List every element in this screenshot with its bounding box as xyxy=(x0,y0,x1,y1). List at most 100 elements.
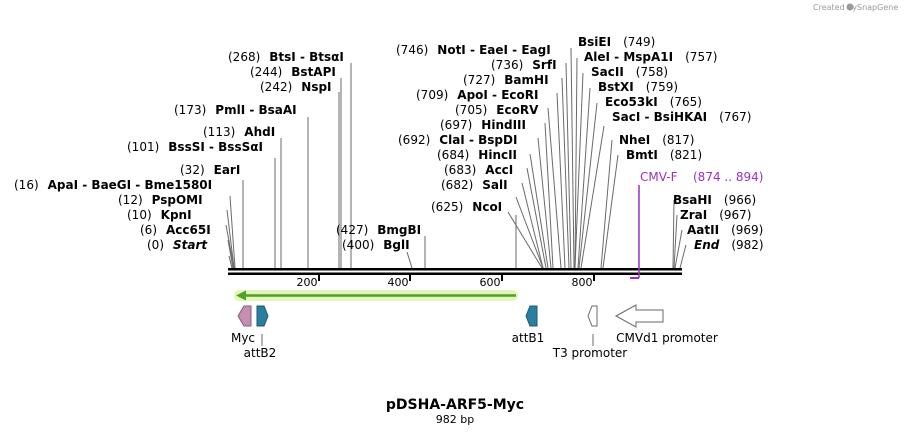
connector-bsahi xyxy=(672,199,675,269)
site-nhei: NheI(817) xyxy=(619,133,694,147)
primer-name: CMV-F xyxy=(640,170,678,184)
connector-bgli xyxy=(406,251,413,269)
myc-tag-icon xyxy=(237,305,252,327)
primer-cmv-f: CMV-F (874 .. 894) xyxy=(630,170,763,279)
site-aatii: AatII(969) xyxy=(687,223,763,237)
connector-start xyxy=(228,255,233,269)
feature-label-t3: T3 promoter xyxy=(552,346,628,360)
site-nspi: (242)NspI xyxy=(260,80,332,94)
connector-bamhi xyxy=(547,107,562,269)
primer-range: (874 .. 894) xyxy=(693,170,763,184)
site-bgli: (400)BglI xyxy=(342,238,410,252)
connector-bsiei xyxy=(565,62,572,269)
site-eco53ki: Eco53kI(765) xyxy=(605,95,702,109)
snapgene-credit: Created by SnapGene xyxy=(813,3,898,12)
orf-arrowhead-left-icon xyxy=(236,290,246,301)
t3-promoter-icon xyxy=(587,305,598,327)
restriction-sites: (0)Start (6)Acc65I (10)KpnI (12)PspOMI (… xyxy=(14,35,764,252)
tick-label-800: 800 xyxy=(572,276,593,289)
site-hindiii: (697)HindIII xyxy=(440,118,526,132)
site-bstxi: BstXI(759) xyxy=(598,80,678,94)
site-clai: (692)ClaI - BspDI xyxy=(398,133,517,147)
connector-hincii xyxy=(521,182,544,269)
site-ncoi: (625)NcoI xyxy=(431,200,502,214)
connector-sali xyxy=(507,211,543,269)
site-ahdi: (113)AhdI xyxy=(203,125,275,139)
plasmid-title: pDSHA-ARF5-Myc xyxy=(386,397,524,413)
connector-sacihk xyxy=(580,125,605,269)
site-btsi: (268)BtsI - BtsαI xyxy=(228,50,344,64)
attb1-icon xyxy=(525,305,538,327)
connector-sacii xyxy=(574,57,578,269)
site-bsahi: BsaHI(966) xyxy=(673,193,756,207)
site-connectors xyxy=(225,47,687,269)
connector-clai xyxy=(526,167,547,269)
connector-bstxi xyxy=(574,72,584,269)
tick-label-600: 600 xyxy=(480,276,501,289)
plasmid-length: 982 bp xyxy=(436,413,474,426)
credit-text: Created by xyxy=(813,3,857,12)
site-acc65i: (6)Acc65I xyxy=(140,223,211,237)
connector-pspomi xyxy=(226,209,235,269)
site-bstapi: (244)BstAPI xyxy=(250,65,336,79)
backbone-bottom-strand xyxy=(228,272,682,275)
tick-mark-400 xyxy=(409,275,411,281)
site-acci: (683)AccI xyxy=(444,163,513,177)
backbone-top-strand xyxy=(228,268,682,271)
site-bsssi: (101)BssSI - BssSαI xyxy=(127,140,263,154)
site-alei: AleI - MspA1I(757) xyxy=(584,50,717,64)
connector-zrai xyxy=(673,214,678,269)
site-noti: (746)NotI - EaeI - EagI xyxy=(396,43,551,57)
site-saci: SacI - BsiHKAI(767) xyxy=(612,110,751,124)
feature-label-attb2: attB2 xyxy=(244,346,277,360)
connector-bmti xyxy=(602,154,619,269)
site-bsiei: BsiEI(749) xyxy=(578,35,655,49)
feature-label-myc: Myc xyxy=(231,331,255,345)
connector-end xyxy=(679,244,687,269)
site-start: (0)Start xyxy=(147,238,208,252)
site-apai: (16)ApaI - BaeGI - Bme1580I xyxy=(14,178,212,192)
tick-mark-800 xyxy=(593,275,595,281)
site-end: End(982) xyxy=(694,238,764,252)
site-hincii: (684)HincII xyxy=(437,148,517,162)
connector-eco53ki xyxy=(577,87,591,269)
connector-hindiii xyxy=(529,153,549,269)
tick-label-400: 400 xyxy=(388,276,409,289)
site-eari: (32)EarI xyxy=(180,163,240,177)
connector-acci xyxy=(515,196,544,269)
site-pspomi: (12)PspOMI xyxy=(118,193,203,207)
connector-aatii xyxy=(674,229,683,269)
feature-label-cmvd1: CMVd1 promoter xyxy=(616,331,718,345)
site-zrai: ZraI(967) xyxy=(680,208,751,222)
connector-saci xyxy=(578,102,598,269)
site-bmgbi: (427)BmgBI xyxy=(336,223,421,237)
connector-apai xyxy=(229,195,236,269)
features: Myc attB2 attB1 T3 promoter CMVd1 promot… xyxy=(231,304,718,360)
connector-acc65i xyxy=(227,239,234,269)
brand-text: SnapGene xyxy=(857,3,898,12)
connector-apoi xyxy=(544,122,554,269)
site-sacii: SacII(758) xyxy=(591,65,668,79)
site-kpni: (10)KpnI xyxy=(127,208,192,222)
orf-arrow xyxy=(234,290,518,301)
connector-notie xyxy=(561,77,570,269)
site-ecorv: (705)EcoRV xyxy=(455,103,539,117)
site-bamhi: (727)BamHI xyxy=(463,73,549,87)
backbone: 200 400 600 800 xyxy=(228,268,682,289)
attb2-icon xyxy=(256,305,269,327)
site-bmti: BmtI(821) xyxy=(626,148,702,162)
snapgene-logo-icon xyxy=(846,3,854,11)
tick-label-200: 200 xyxy=(297,276,318,289)
cmvd1-promoter-icon xyxy=(614,304,664,328)
site-srfi: (736)SrfI xyxy=(491,58,557,72)
site-sali: (682)SalI xyxy=(441,178,508,192)
connector-ecorv xyxy=(537,137,552,269)
site-apoi: (709)ApoI - EcoRI xyxy=(416,88,538,102)
connector-srfi xyxy=(556,92,566,269)
connector-nhei xyxy=(600,139,613,269)
site-pmli: (173)PmlI - BsaAI xyxy=(174,103,297,117)
feature-label-attb1: attB1 xyxy=(512,331,545,345)
tick-mark-200 xyxy=(318,275,320,281)
tick-mark-600 xyxy=(501,275,503,281)
